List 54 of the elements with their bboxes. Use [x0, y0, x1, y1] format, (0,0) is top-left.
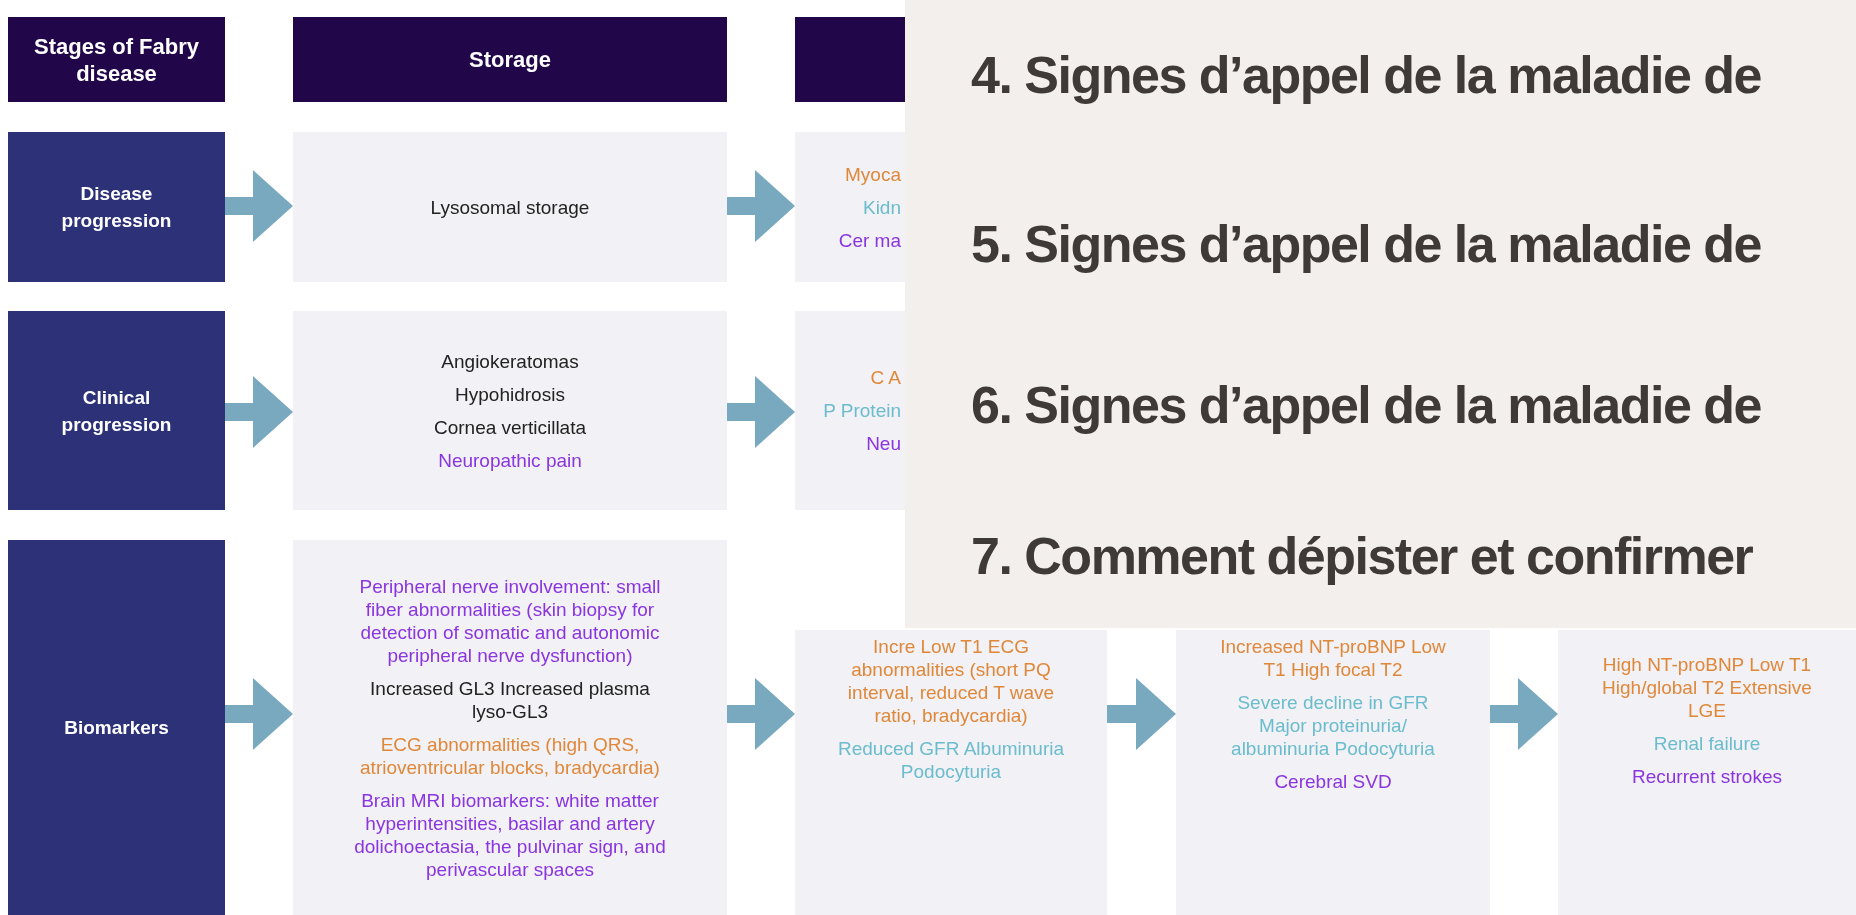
- slide-heading: 5. Signes d’appel de la maladie de: [971, 214, 1761, 274]
- cell-text: Cer ma: [838, 228, 902, 252]
- cell-text: Lysosomal storage: [429, 195, 591, 219]
- cell-text: ECG abnormalities (high QRS, atrioventricular blocks, bradycardia): [359, 732, 661, 779]
- arrow: [225, 376, 293, 448]
- content-box: [293, 540, 727, 915]
- cell-text: Increased NT-proBNP Low T1 High focal T2: [1219, 635, 1447, 681]
- cell-text: Neuropathic pain: [437, 448, 583, 472]
- cell-text: Reduced GFR Albuminuria Podocyturia: [837, 737, 1065, 783]
- cell-text: Neu: [866, 432, 902, 455]
- header-box: [795, 17, 905, 102]
- arrow: [727, 376, 795, 448]
- header-box: [293, 17, 727, 102]
- cell-text: Angiokeratomas: [440, 349, 580, 373]
- slide-heading: 4. Signes d’appel de la maladie de: [971, 45, 1761, 105]
- cell-text: Hypohidrosis: [454, 382, 566, 406]
- content-box: [1558, 630, 1856, 915]
- content-box: [293, 311, 727, 510]
- column-heading: Storage: [469, 46, 551, 73]
- arrow: [225, 678, 293, 750]
- arrow: [1107, 678, 1176, 750]
- cell-text: Incre Low T1 ECG abnormalities (short PQ interval, reduced T wave ratio, bradycardia): [846, 635, 1056, 727]
- content-box: [795, 311, 905, 510]
- cell-text: Recurrent strokes: [1631, 765, 1783, 788]
- stage-label: Clinical progression: [60, 385, 173, 437]
- cell-text: Cerebral SVD: [1273, 770, 1393, 793]
- column-heading: Stages of Fabry disease: [32, 32, 200, 87]
- stage-label: Disease progression: [60, 182, 173, 233]
- content-box: [1176, 630, 1490, 915]
- stage-box: [8, 540, 225, 915]
- cell-text: Increased GL3 Increased plasma lyso-GL3: [369, 676, 651, 723]
- cell-text: Kidn: [862, 195, 902, 219]
- content-box: [795, 630, 1107, 915]
- arrow: [1490, 678, 1558, 750]
- slide-heading: 7. Comment dépister et confirmer: [971, 526, 1753, 586]
- cell-text: Renal failure: [1652, 732, 1762, 755]
- cell-text: High NT-proBNP Low T1 High/global T2 Extensive LGE: [1601, 653, 1813, 722]
- arrow: [727, 678, 795, 750]
- cell-text: Cornea verticillata: [432, 415, 588, 439]
- cell-text: P Protein: [823, 399, 902, 422]
- content-box: [293, 132, 727, 282]
- stage-box: [8, 311, 225, 510]
- header-box: [8, 17, 225, 102]
- arrow: [225, 170, 293, 242]
- cell-text: Myoca: [845, 162, 902, 186]
- arrow: [727, 170, 795, 242]
- content-box: [795, 132, 905, 282]
- cell-text: Brain MRI biomarkers: white matter hyperintensities, basilar and artery dolichoectasia, the pulvinar sign, and perivascular spaces: [353, 788, 667, 881]
- slide-heading: 6. Signes d’appel de la maladie de: [971, 375, 1761, 435]
- cell-text: Severe decline in GFR Major proteinuria/ albuminuria Podocyturia: [1230, 691, 1436, 760]
- stage-label: Biomarkers: [64, 716, 169, 740]
- cell-text: Peripheral nerve involvement: small fiber abnormalities (skin biopsy for detection of somatic and autonomic peripheral nerve dysfunction): [358, 574, 662, 667]
- stage-box: [8, 132, 225, 282]
- cell-text: C A: [870, 366, 902, 389]
